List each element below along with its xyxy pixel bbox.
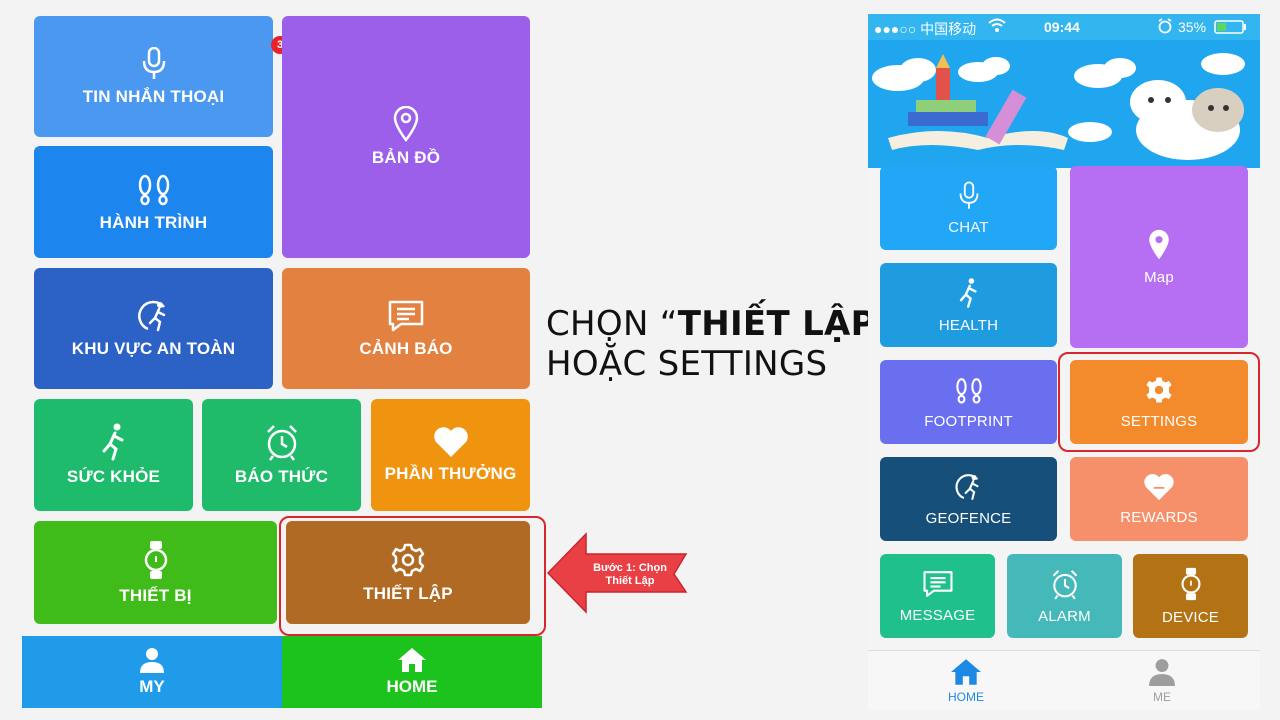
tile-label: ALARM [1038, 607, 1091, 625]
battery-text: 35% [1178, 19, 1207, 35]
tile-label: CẢNH BÁO [359, 338, 453, 358]
tile-device[interactable]: THIẾT BỊ [34, 521, 277, 624]
footprint-icon [138, 174, 169, 206]
nav-label: MY [139, 677, 165, 696]
tile-label: PHẦN THƯỞNG [384, 464, 517, 483]
tile-label: Map [1144, 268, 1174, 286]
tile-map[interactable]: BẢN ĐỒ [282, 16, 530, 258]
tile-label: FOOTPRINT [924, 412, 1013, 430]
cartoon-banner-image [872, 53, 1245, 160]
map-pin-icon [393, 106, 419, 142]
tile-voice-message[interactable]: TIN NHẮN THOẠI 3 [34, 16, 289, 137]
tile-alert[interactable]: CẢNH BÁO [282, 268, 530, 389]
phone-settings-highlight-frame [1058, 352, 1260, 452]
tile-rewards[interactable]: REWARDS [1070, 457, 1248, 541]
map-pin-icon [1149, 229, 1169, 259]
tile-label: KHU VỰC AN TOÀN [71, 338, 236, 358]
status-bar: ●●●○○ 中国移动 09:44 35% [868, 14, 1260, 40]
nav-me[interactable]: ME [1064, 651, 1260, 710]
tile-label: DEVICE [1161, 608, 1220, 626]
step-arrow-line2: Thiết Lập [605, 575, 655, 587]
tile-label: HEALTH [938, 316, 999, 334]
watch-icon [144, 540, 167, 579]
user-icon [140, 648, 164, 673]
banner-illustration [868, 40, 1260, 168]
instruction-bold: THIẾT LẬP [677, 304, 876, 344]
tile-footprint[interactable]: FOOTPRINT [880, 360, 1057, 444]
home-icon [398, 648, 426, 672]
tile-alarm[interactable]: ALARM [1007, 554, 1122, 638]
nav-home[interactable]: HOME [282, 636, 542, 708]
tile-label: THIẾT LẬP [363, 583, 453, 603]
tile-device[interactable]: DEVICE [1133, 554, 1248, 638]
tile-health[interactable]: HEALTH [880, 263, 1057, 347]
nav-label: ME [1153, 690, 1171, 704]
tile-label: THIẾT BỊ [119, 585, 192, 605]
microphone-icon [959, 181, 978, 209]
clock-text: 09:44 [1044, 19, 1080, 35]
tile-label: CHAT [948, 218, 989, 236]
tile-rewards[interactable]: PHẦN THƯỞNG [371, 399, 530, 511]
tile-label: REWARDS [1120, 508, 1198, 526]
tile-message[interactable]: MESSAGE [880, 554, 995, 638]
heart-icon [1144, 473, 1174, 500]
tile-geofence[interactable]: GEOFENCE [880, 457, 1057, 541]
tile-label: BẢN ĐỒ [371, 148, 441, 167]
runner-icon [959, 277, 977, 308]
tile-label: SỨC KHỎE [66, 467, 161, 486]
gear-icon [1146, 377, 1172, 402]
tile-settings[interactable]: SETTINGS [1070, 360, 1248, 444]
carrier-text: ●●●○○ 中国移动 [874, 21, 977, 37]
tile-label: GEOFENCE [925, 509, 1012, 527]
tile-settings[interactable]: THIẾT LẬP [286, 521, 530, 624]
tile-label: MESSAGE [899, 606, 976, 624]
user-icon [1149, 659, 1175, 686]
nav-my[interactable]: MY [22, 636, 282, 708]
tile-label: SETTINGS [1120, 412, 1198, 430]
step-arrow-text: Bước 1: Chọn Thiết Lập [580, 562, 680, 588]
alarm-status-icon [1158, 18, 1172, 37]
tile-map[interactable]: Map [1070, 166, 1248, 348]
alarm-clock-icon [1052, 569, 1077, 599]
step-arrow-line1: Bước 1: Chọn [593, 562, 667, 574]
alarm-clock-icon [266, 425, 297, 461]
settings-highlight-frame [279, 516, 546, 636]
message-icon [388, 300, 424, 331]
nav-home[interactable]: HOME [868, 651, 1064, 710]
step-arrow [546, 532, 688, 614]
tile-label: TIN NHẮN THOẠI [82, 86, 225, 106]
geofence-runner-icon [954, 473, 979, 500]
instruction-line2: HOẶC SETTINGS [546, 344, 828, 384]
tile-journey[interactable]: HÀNH TRÌNH [34, 146, 273, 258]
battery-icon [1214, 20, 1248, 37]
message-icon [922, 570, 953, 597]
tile-health[interactable]: SỨC KHỎE [34, 399, 193, 511]
watch-icon [1180, 567, 1201, 600]
footprint-icon [955, 377, 982, 404]
wifi-icon [988, 17, 1006, 36]
nav-label: HOME [386, 677, 438, 696]
tile-safe-zone[interactable]: KHU VỰC AN TOÀN [34, 268, 273, 389]
instruction-text: CHỌN “THIẾT LẬP” HOẶC SETTINGS [546, 304, 894, 384]
instruction-line1: CHỌN “THIẾT LẬP” [546, 304, 894, 344]
tile-label: HÀNH TRÌNH [99, 213, 208, 232]
geofence-runner-icon [137, 300, 165, 331]
runner-icon [102, 423, 123, 461]
nav-label: HOME [948, 690, 984, 704]
phone-screen: ●●●○○ 中国移动 09:44 35% [868, 14, 1260, 710]
tile-alarm[interactable]: BÁO THỨC [202, 399, 361, 511]
heart-icon [433, 427, 468, 457]
phone-bottom-nav: HOME ME [868, 650, 1260, 710]
tile-label: BÁO THỨC [234, 467, 329, 486]
tile-chat[interactable]: CHAT [880, 166, 1057, 250]
microphone-icon [142, 46, 165, 79]
home-icon [951, 659, 981, 685]
gear-icon [391, 543, 425, 576]
